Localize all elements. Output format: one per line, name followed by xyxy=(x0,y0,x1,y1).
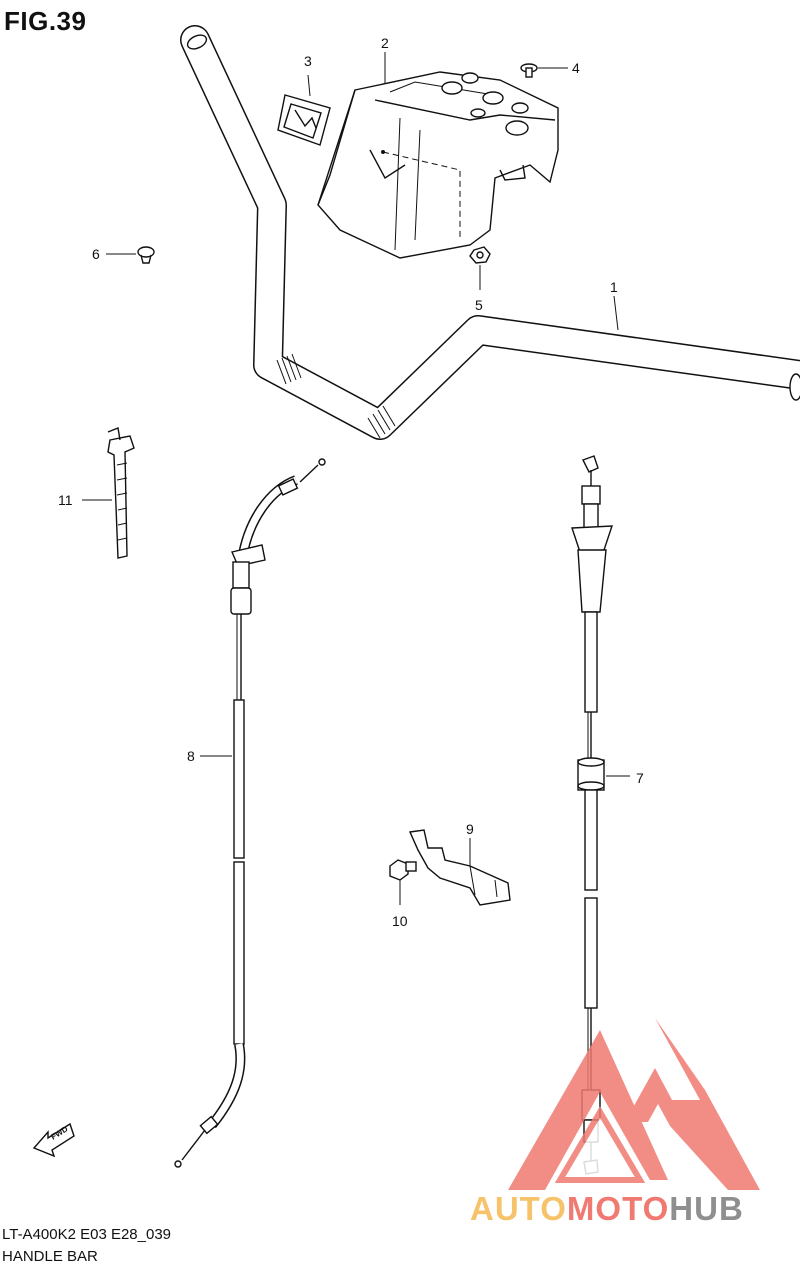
handlebar-cover xyxy=(317,71,559,259)
callout-8: 8 xyxy=(187,748,195,764)
watermark-moto: MOTO xyxy=(566,1190,670,1227)
cap xyxy=(106,246,155,264)
callout-11: 11 xyxy=(58,492,73,508)
callout-9: 9 xyxy=(466,821,474,837)
model-code: LT-A400K2 E03 E28_039 xyxy=(2,1226,172,1243)
watermark-hub: HUB xyxy=(669,1190,744,1227)
section-name: HANDLE BAR xyxy=(2,1248,98,1265)
watermark-text: AUTOMOTOHUB xyxy=(470,1190,744,1228)
callout-5: 5 xyxy=(475,297,483,313)
callout-4: 4 xyxy=(572,60,580,76)
figure-title: FIG.39 xyxy=(4,6,87,36)
nut xyxy=(469,246,491,290)
watermark-auto: AUTO xyxy=(470,1190,567,1227)
brake-cable xyxy=(174,458,326,1168)
forward-direction-badge: FWD xyxy=(32,1122,75,1158)
screw xyxy=(520,63,568,78)
bolt xyxy=(389,859,417,905)
cable-guide xyxy=(408,829,511,906)
callout-2: 2 xyxy=(381,35,389,51)
callout-10: 10 xyxy=(392,913,408,929)
callout-1: 1 xyxy=(610,279,618,295)
emblem xyxy=(277,74,331,146)
watermark-logo-icon xyxy=(508,1018,760,1190)
handle-bar xyxy=(180,25,800,440)
callout-6: 6 xyxy=(92,246,100,262)
callout-3: 3 xyxy=(304,53,312,69)
clamp-tie xyxy=(82,427,135,559)
callout-7: 7 xyxy=(636,770,644,786)
